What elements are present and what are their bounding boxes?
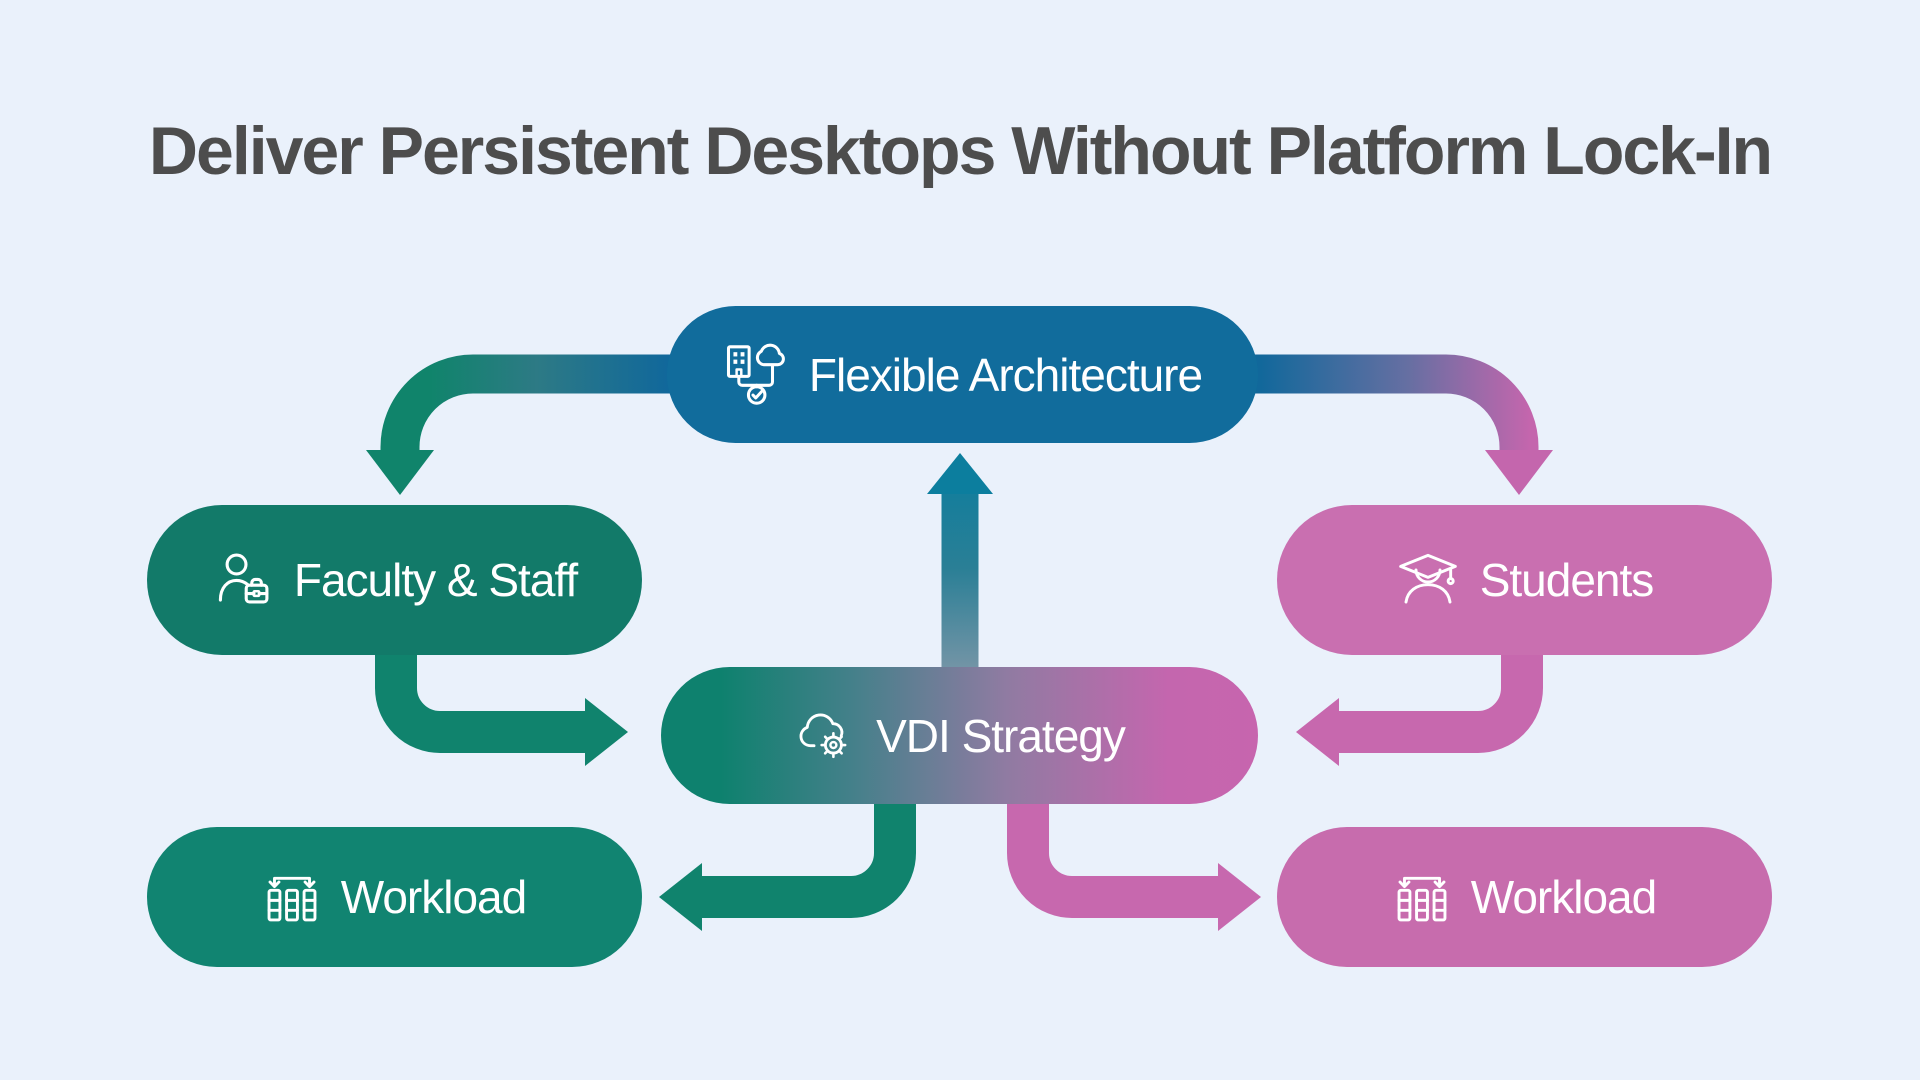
node-label-flexible-architecture: Flexible Architecture <box>808 348 1203 401</box>
arrow-vdi-to-workload-right <box>1007 790 1261 931</box>
node-workload-left: Workload <box>147 827 642 967</box>
node-flexible-architecture: Flexible Architecture <box>667 306 1258 443</box>
node-vdi-strategy: VDI Strategy <box>661 667 1258 804</box>
node-faculty-staff: Faculty & Staff <box>147 505 642 655</box>
arrow-faculty-to-vdi <box>375 640 628 766</box>
arrow-flexarch-to-students <box>1246 354 1553 495</box>
page-title: Deliver Persistent Desktops Without Plat… <box>148 113 1773 189</box>
node-workload-right: Workload <box>1277 827 1772 967</box>
arrow-vdi-to-flexarch <box>927 453 993 700</box>
arrow-students-to-vdi <box>1296 640 1543 766</box>
arrow-vdi-to-workload-left <box>659 790 916 931</box>
node-label-faculty-staff: Faculty & Staff <box>293 554 578 606</box>
graduation-cap-icon <box>1398 553 1457 604</box>
person-briefcase-icon <box>218 553 269 604</box>
node-label-vdi-strategy: VDI Strategy <box>876 709 1126 762</box>
node-label-workload-left: Workload <box>340 871 527 923</box>
arrow-flexarch-to-faculty <box>366 354 680 495</box>
workload-columns-icon <box>1397 876 1447 922</box>
node-label-workload-right: Workload <box>1470 871 1657 923</box>
node-students: Students <box>1277 505 1772 655</box>
workload-columns-icon <box>267 876 317 922</box>
cloud-gear-icon <box>799 713 847 758</box>
node-label-students: Students <box>1479 554 1655 606</box>
building-cloud-check-icon <box>726 343 785 405</box>
